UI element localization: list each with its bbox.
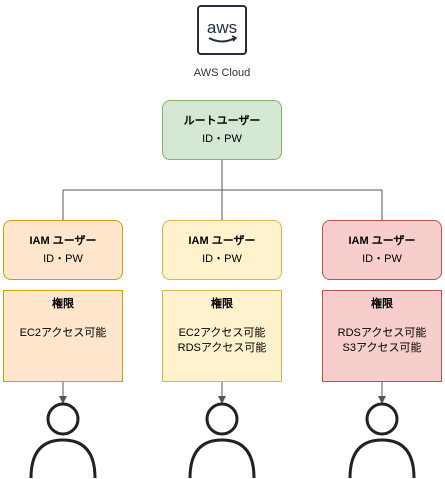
iam-user-title: IAM ユーザー xyxy=(348,234,416,247)
iam-user-credentials: ID・PW xyxy=(202,252,242,265)
iam-user-box-2: IAM ユーザー ID・PW xyxy=(162,220,282,280)
iam-user-box-1: IAM ユーザー ID・PW xyxy=(3,220,123,280)
person-icon xyxy=(348,402,416,479)
permissions-title: 権限 xyxy=(371,298,393,310)
permissions-box-3: 権限 RDSアクセス可能 S3アクセス可能 xyxy=(322,290,442,382)
permission-item: RDSアクセス可能 xyxy=(177,342,267,354)
person-icon xyxy=(29,402,97,479)
iam-user-credentials: ID・PW xyxy=(362,252,402,265)
permission-item: RDSアクセス可能 xyxy=(337,327,427,339)
iam-user-title: IAM ユーザー xyxy=(29,234,97,247)
aws-logo-text: aws xyxy=(207,18,237,37)
permissions-box-1: 権限 EC2アクセス可能 xyxy=(3,290,123,382)
permissions-title: 権限 xyxy=(52,298,74,310)
permission-item: EC2アクセス可能 xyxy=(178,327,266,339)
permission-item: S3アクセス可能 xyxy=(342,342,422,354)
root-user-box: ルートユーザー ID・PW xyxy=(162,100,282,160)
iam-user-title: IAM ユーザー xyxy=(188,234,256,247)
permissions-box-2: 権限 EC2アクセス可能 RDSアクセス可能 xyxy=(162,290,282,382)
permission-item: EC2アクセス可能 xyxy=(19,327,107,339)
aws-logo-icon: aws xyxy=(197,5,247,55)
iam-user-box-3: IAM ユーザー ID・PW xyxy=(322,220,442,280)
permissions-title: 権限 xyxy=(211,298,233,310)
person-icon xyxy=(188,402,256,479)
iam-user-credentials: ID・PW xyxy=(43,252,83,265)
root-user-title: ルートユーザー xyxy=(183,114,261,127)
aws-cloud-label: AWS Cloud xyxy=(193,67,251,79)
root-user-credentials: ID・PW xyxy=(202,132,242,145)
